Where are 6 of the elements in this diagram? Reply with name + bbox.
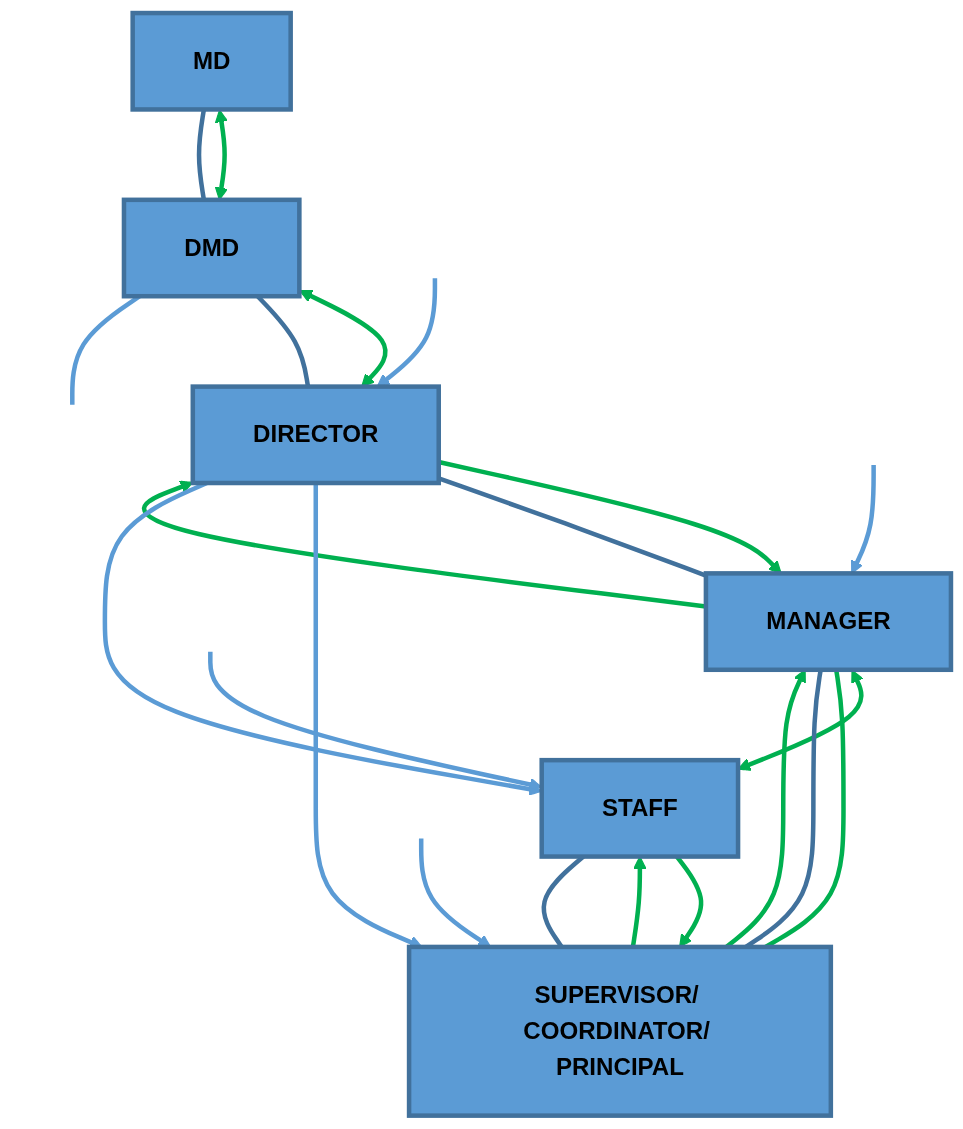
node-box: SUPERVISOR/ COORDINATOR/ PRINCIPAL bbox=[406, 944, 834, 1119]
node-box: DMD bbox=[121, 197, 302, 299]
node-box: STAFF bbox=[539, 758, 741, 859]
node-box: MD bbox=[130, 10, 293, 112]
node-box: DIRECTOR bbox=[190, 384, 441, 486]
node-box: MANAGER bbox=[703, 571, 954, 673]
